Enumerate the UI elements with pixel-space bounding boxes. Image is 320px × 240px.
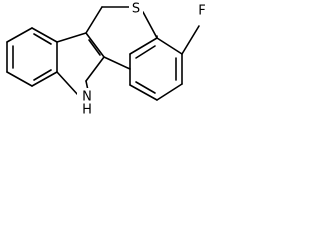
bond bbox=[6, 71, 33, 87]
fluorine-atom-label: F bbox=[198, 4, 205, 19]
bond bbox=[31, 27, 58, 43]
bond bbox=[33, 33, 52, 45]
bond bbox=[103, 56, 131, 70]
bond bbox=[56, 71, 79, 96]
chemical-structure-diagram: S F N H bbox=[6, 0, 208, 118]
bond bbox=[135, 45, 156, 59]
bond bbox=[142, 11, 158, 39]
bond bbox=[135, 81, 156, 94]
bond bbox=[129, 84, 158, 101]
bond bbox=[31, 71, 58, 87]
atom-labels: S F N H bbox=[77, 0, 208, 118]
bond bbox=[85, 6, 103, 34]
bond bbox=[85, 56, 105, 82]
bond bbox=[56, 32, 87, 43]
bond-lines bbox=[6, 6, 200, 101]
sulfur-atom-label: S bbox=[132, 2, 140, 17]
bond bbox=[33, 69, 52, 81]
bond bbox=[85, 32, 105, 58]
bond bbox=[6, 27, 33, 43]
hydrogen-atom-label: H bbox=[82, 103, 92, 118]
nitrogen-atom-label: N bbox=[82, 90, 92, 105]
bond bbox=[129, 37, 158, 55]
bond bbox=[156, 83, 183, 101]
bond bbox=[88, 39, 101, 56]
bond bbox=[181, 25, 200, 55]
bond bbox=[156, 37, 183, 55]
